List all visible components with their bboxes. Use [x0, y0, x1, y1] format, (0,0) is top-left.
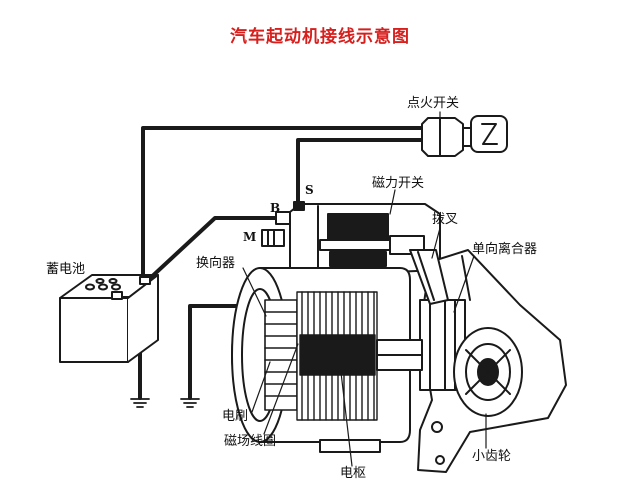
terminal-s-label: S: [305, 183, 314, 197]
armature-windings: [296, 291, 378, 421]
label-solenoid-switch: 磁力开关: [372, 176, 425, 191]
ground-symbol-motor: [180, 398, 200, 408]
wire-ignition-to-s: [296, 138, 435, 207]
label-armature: 电枢: [340, 466, 367, 481]
wire-battery-to-b: [144, 216, 280, 284]
diagram-title: 汽车起动机接线示意图: [230, 27, 410, 47]
label-field-coil: 磁场线圈: [224, 434, 277, 449]
label-one-way-clutch: 单向离合器: [472, 242, 538, 257]
label-ignition-switch: 点火开关: [407, 96, 460, 111]
terminal-b-label: B: [270, 201, 281, 215]
starter-motor: [231, 201, 567, 473]
wire-motor-ground: [188, 304, 249, 400]
battery-icon: [59, 274, 159, 363]
terminal-m-label: M: [243, 230, 257, 244]
label-shift-fork: 拨叉: [432, 212, 459, 227]
wire-battery-to-ignition: [141, 126, 432, 284]
shift-fork: [409, 249, 449, 305]
ground-symbol-battery: [130, 398, 150, 408]
label-pinion: 小齿轮: [472, 449, 512, 464]
leader-lines: [242, 111, 487, 467]
commutator: [264, 299, 298, 411]
label-brush: 电刷: [222, 409, 249, 424]
label-commutator: 换向器: [196, 256, 236, 271]
ignition-switch-icon: [421, 115, 508, 157]
label-battery: 蓄电池: [46, 262, 86, 277]
